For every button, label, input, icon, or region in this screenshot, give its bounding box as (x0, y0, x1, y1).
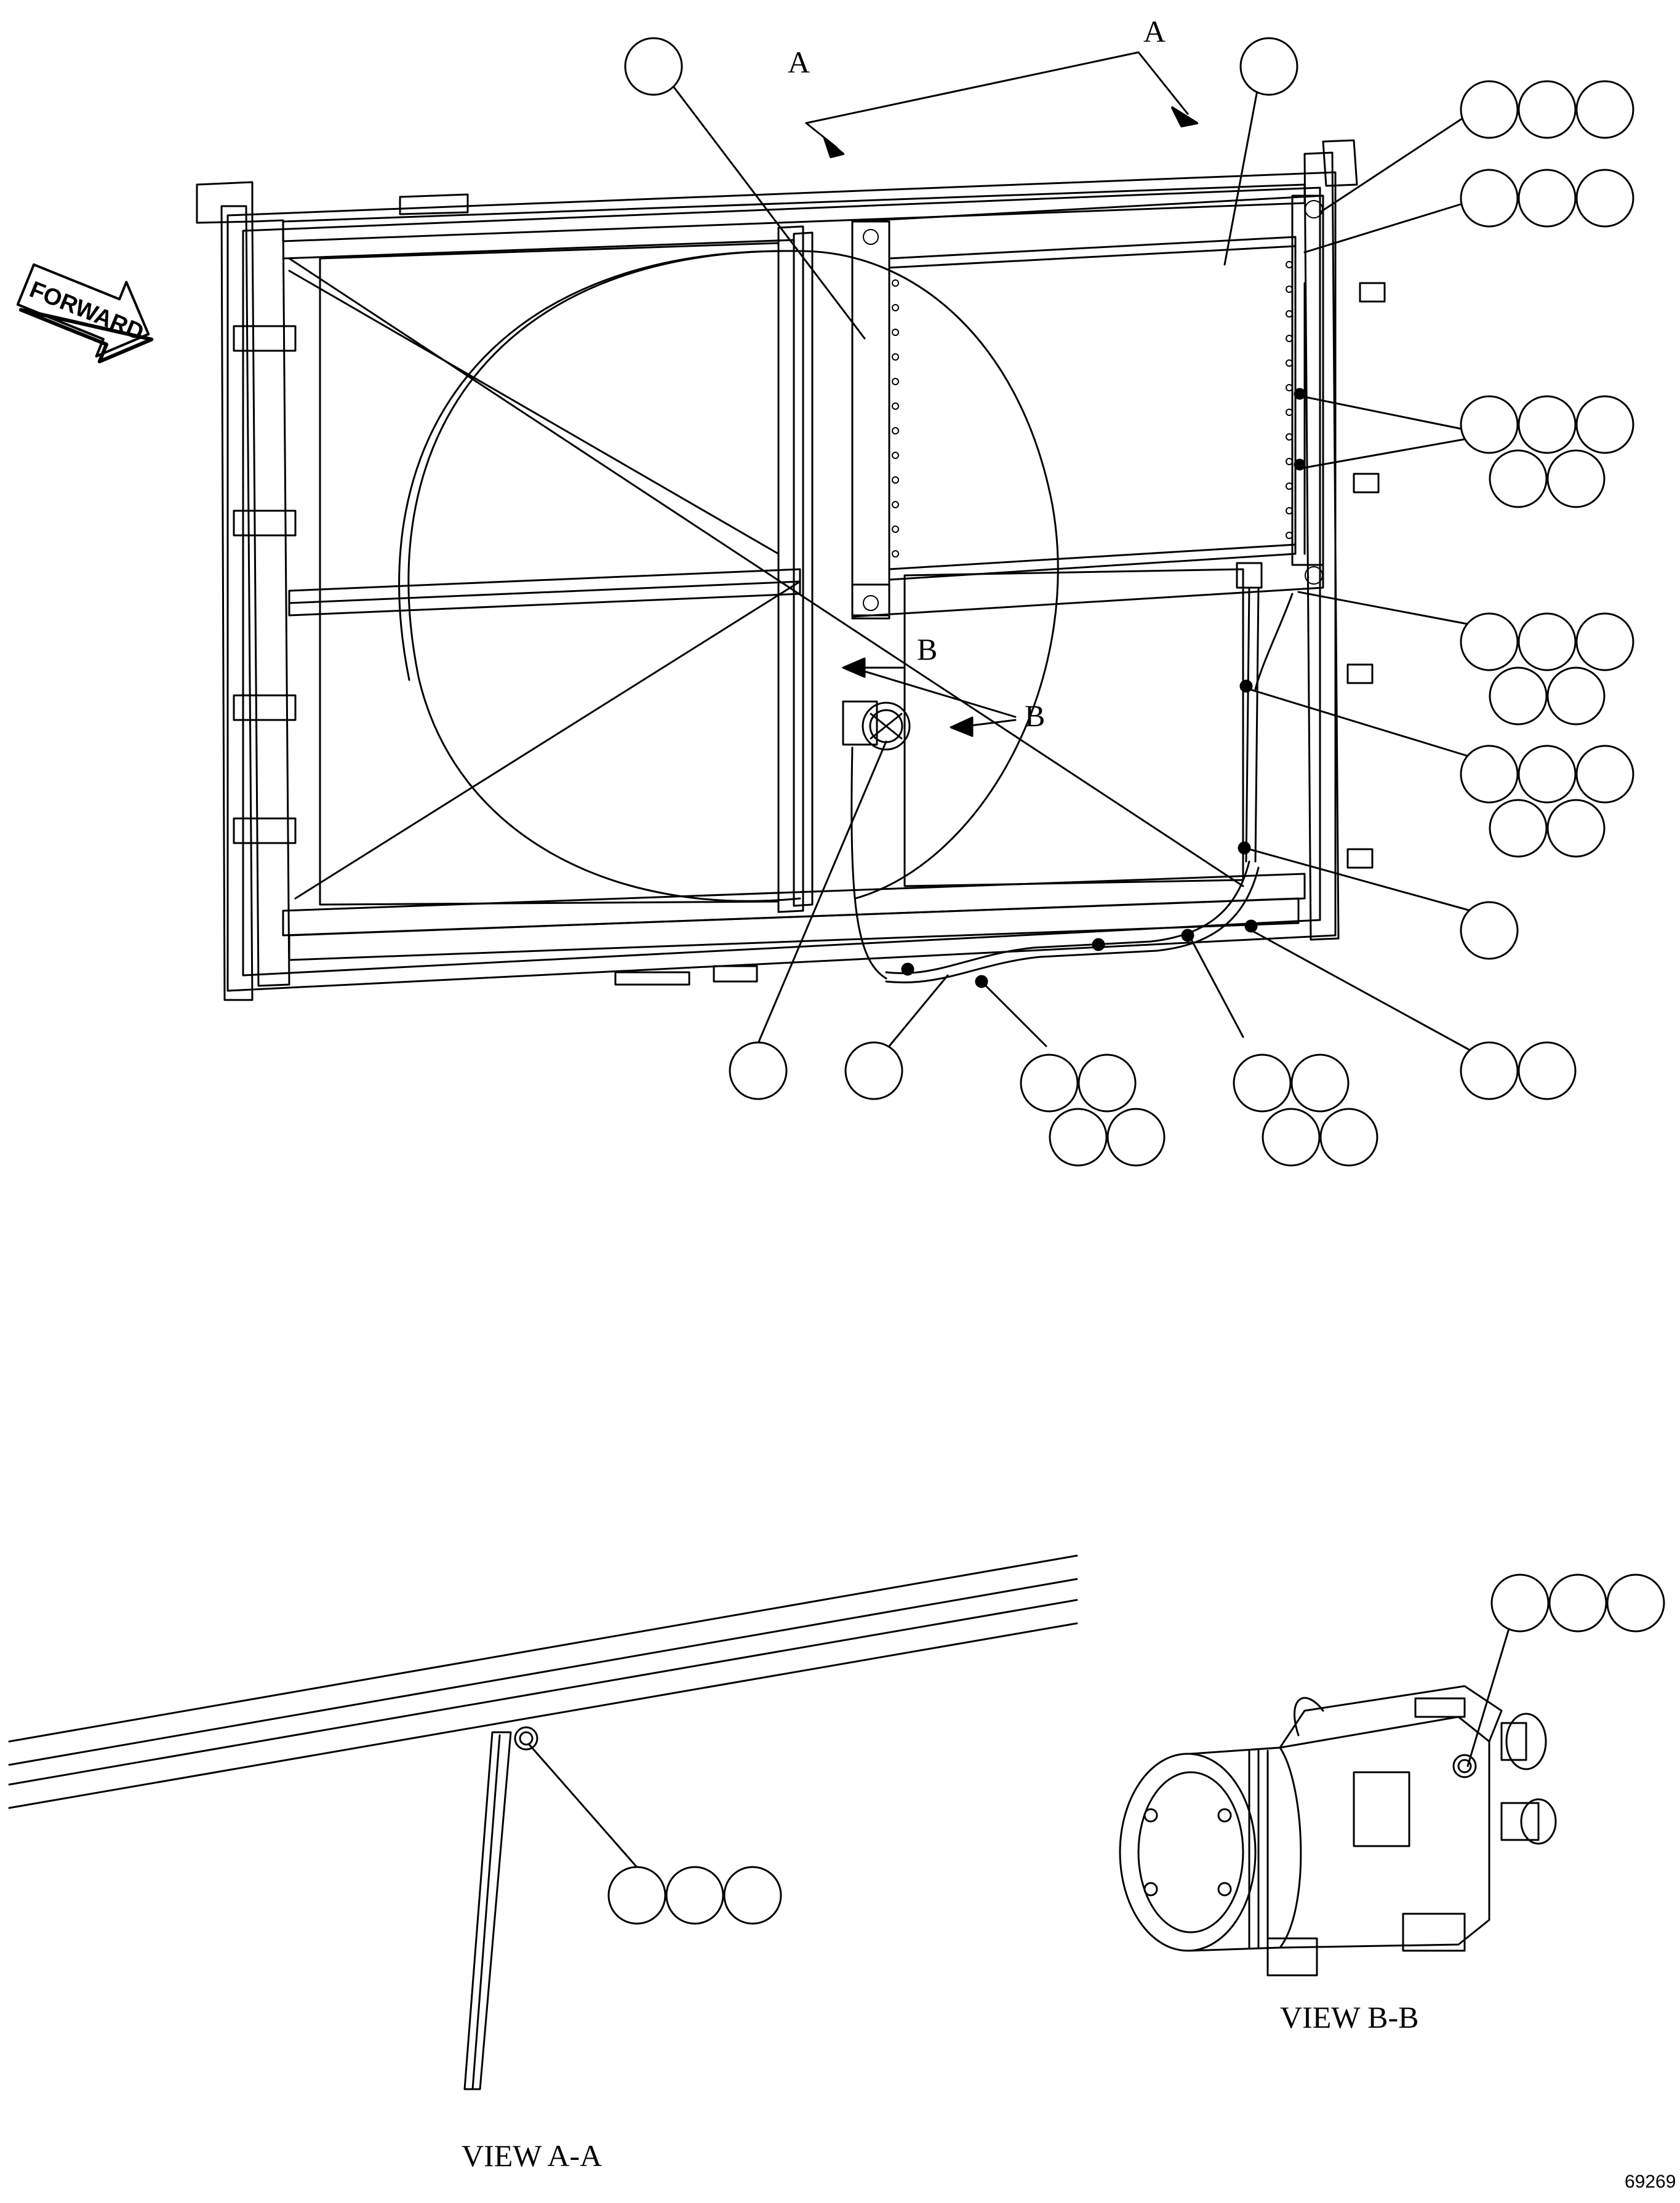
view-a-detail (8, 1554, 1078, 2090)
callout-bubble (1239, 37, 1298, 96)
caption-view-b: VIEW B-B (1280, 2000, 1418, 2034)
radiator-frame-assembly (196, 139, 1386, 1001)
callout-bubble (1078, 1054, 1137, 1113)
arrowhead-b-upper (842, 657, 866, 678)
arrowhead-a-right (1171, 106, 1198, 127)
callout-bubble (1518, 169, 1577, 228)
callout-bubble (1518, 395, 1577, 454)
callout-bubble (1489, 666, 1548, 726)
callout-bubble (1575, 169, 1634, 228)
caption-view-a: VIEW A-A (462, 2138, 602, 2173)
view-b-compressor (1119, 1685, 1557, 1977)
arrowhead-a-left (823, 137, 844, 158)
callout-bubble (1290, 1054, 1350, 1113)
callout-bubble (1518, 1041, 1577, 1100)
view-a-arrows (805, 51, 1189, 149)
callout-bubble (844, 1041, 903, 1100)
callout-bubble (1460, 612, 1519, 671)
view-marker-a-left: A (788, 45, 810, 79)
callout-bubble (1262, 1108, 1321, 1167)
callout-bubble (1460, 80, 1519, 139)
refrigerant-hoses (850, 562, 1294, 988)
callout-bubble (1606, 1573, 1665, 1633)
callout-bubble (1546, 666, 1606, 726)
callout-bubble (723, 1866, 782, 1925)
arrowhead-b-lower (950, 716, 974, 737)
forward-arrow (16, 263, 154, 364)
callout-bubble (1575, 745, 1634, 804)
callout-bubble (1233, 1054, 1292, 1113)
callout-bubble (1460, 901, 1519, 960)
callout-bubble (1049, 1108, 1108, 1167)
callout-bubble (1460, 745, 1519, 804)
view-marker-a-right: A (1143, 14, 1166, 49)
callout-bubble (1548, 1573, 1607, 1633)
compressor (842, 700, 911, 751)
callout-bubble (1489, 449, 1548, 508)
callout-bubble (1546, 449, 1606, 508)
callout-bubble (1106, 1108, 1166, 1167)
callout-bubble (1490, 1573, 1550, 1633)
callout-bubble (1460, 395, 1519, 454)
callout-bubble (624, 37, 683, 96)
leader-lines (528, 66, 1515, 1872)
condenser (851, 194, 1324, 620)
callout-bubble (665, 1866, 724, 1925)
callout-bubble (1020, 1054, 1079, 1113)
callout-bubble (1546, 799, 1606, 858)
view-marker-b-upper: B (917, 632, 937, 666)
callout-bubble (1575, 395, 1634, 454)
callout-bubble (1575, 612, 1634, 671)
view-marker-b-lower: B (1025, 698, 1045, 733)
callout-bubbles (607, 37, 1665, 1925)
callout-bubble (607, 1866, 666, 1925)
callout-bubble (1518, 745, 1577, 804)
callout-bubble (1460, 169, 1519, 228)
callout-bubble (1575, 80, 1634, 139)
callout-bubble (1518, 612, 1577, 671)
callout-bubble (1518, 80, 1577, 139)
figure-number: 69269 (1625, 2172, 1676, 2192)
callout-bubble (729, 1041, 788, 1100)
callout-bubble (1319, 1108, 1378, 1167)
callout-bubble (1489, 799, 1548, 858)
callout-bubble (1460, 1041, 1519, 1100)
